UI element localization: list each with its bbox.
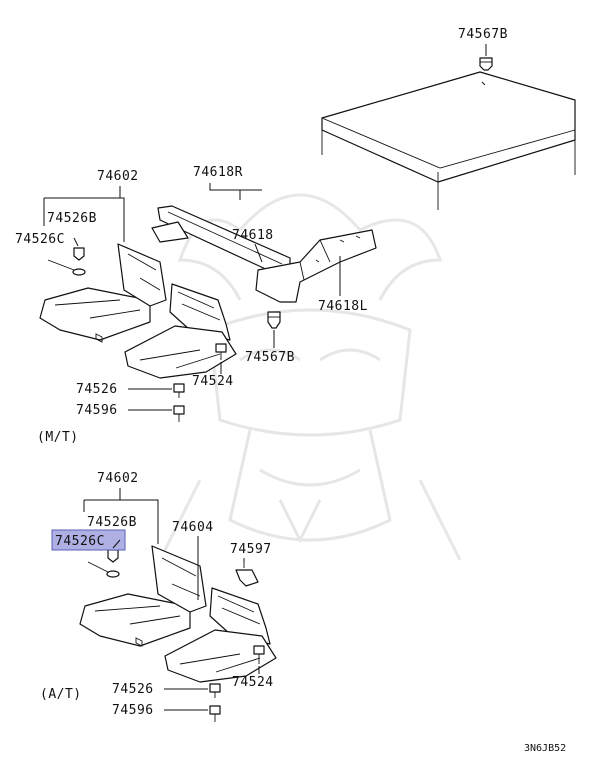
clip-icon-74567b-top — [479, 57, 493, 71]
callout-74618l: 74618L — [318, 299, 368, 314]
bolt-icon-74597-at — [235, 560, 259, 587]
clip-icon-74526c-mt — [47, 247, 86, 276]
callout-74526b-mt: 74526B — [47, 211, 97, 226]
callout-highlight[interactable] — [51, 529, 126, 551]
callout-74597-at: 74597 — [230, 542, 272, 557]
undercover-at — [79, 545, 277, 683]
callout-74618: 74618 — [232, 228, 274, 243]
variant-label-at: (A/T) — [40, 687, 82, 702]
clip-icon-74526c-at — [87, 549, 120, 578]
callout-74567b-top: 74567B — [458, 27, 508, 42]
bolt-icon-74596-mt — [173, 405, 185, 422]
callout-74602-mt: 74602 — [97, 169, 139, 184]
bolt-icon-74526-at — [209, 683, 221, 698]
clip-icon-74567b-mid — [267, 311, 281, 329]
bolt-icon-74596-at — [209, 705, 221, 722]
bolt-icon-74524-at — [253, 645, 265, 664]
callout-74596-at: 74596 — [112, 703, 154, 718]
callout-74526c-mt: 74526C — [15, 232, 65, 247]
callout-74526-at: 74526 — [112, 682, 154, 697]
callout-74524-mt: 74524 — [192, 374, 234, 389]
callout-74526-mt: 74526 — [76, 382, 118, 397]
variant-label-mt: (M/T) — [37, 430, 79, 445]
bolt-icon-74524-mt — [215, 343, 227, 360]
callout-74526c-at[interactable]: 74526C — [55, 534, 105, 549]
callout-74526b-at: 74526B — [87, 515, 137, 530]
callout-74596-mt: 74596 — [76, 403, 118, 418]
callout-74618r: 74618R — [193, 165, 243, 180]
undercover-mt — [39, 243, 237, 379]
roof-panel — [321, 71, 576, 210]
callout-74524-at: 74524 — [232, 675, 274, 690]
callout-74604-at: 74604 — [172, 520, 214, 535]
bracket-74618l — [255, 229, 377, 303]
callout-74567b-mid: 74567B — [245, 350, 295, 365]
diagram-code: 3N6JB52 — [524, 743, 566, 754]
bolt-icon-74526-mt — [173, 383, 185, 398]
callout-74602-at: 74602 — [97, 471, 139, 486]
